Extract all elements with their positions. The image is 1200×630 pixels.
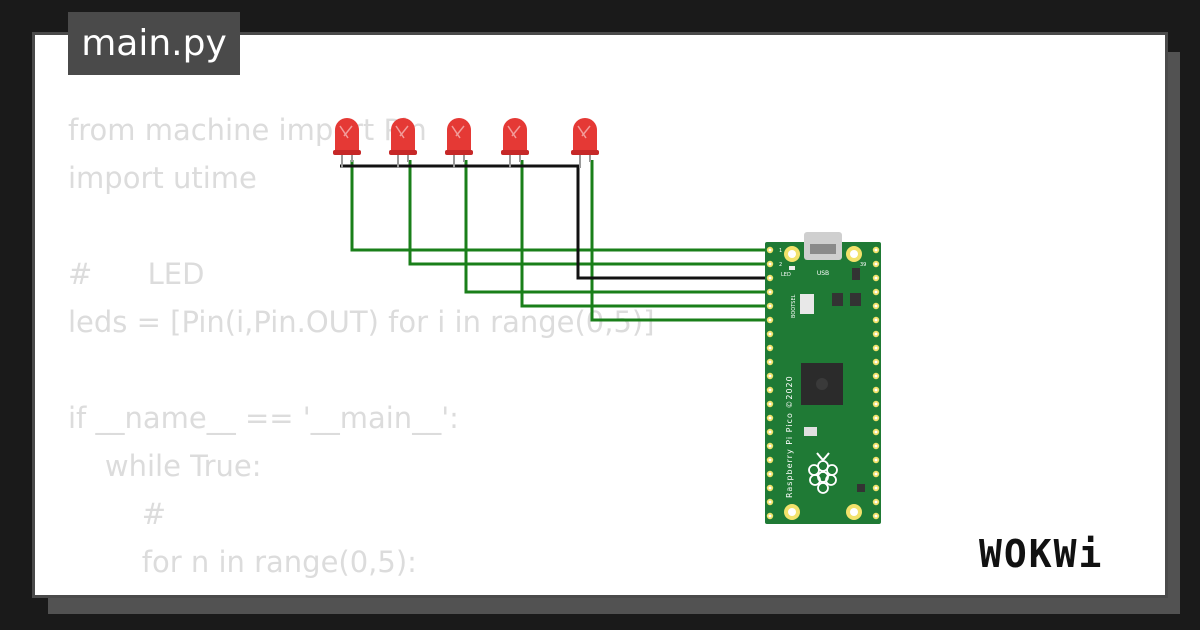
board-pin-hole bbox=[768, 472, 772, 476]
led-group bbox=[333, 118, 599, 168]
board-pin-hole bbox=[768, 444, 772, 448]
board-pin-hole bbox=[874, 458, 878, 462]
led-1 bbox=[333, 118, 361, 168]
wokwi-logo-text: WOKWi bbox=[979, 532, 1103, 576]
pin-label-2: 2 bbox=[779, 262, 782, 268]
wokwi-logo: WOKWi bbox=[979, 532, 1103, 576]
board-pin-hole bbox=[874, 360, 878, 364]
board-pin-hole bbox=[768, 248, 772, 252]
led-label: LED bbox=[781, 272, 791, 278]
usb-label: USB bbox=[817, 270, 829, 277]
board-pin-hole bbox=[874, 346, 878, 350]
board-pin-hole bbox=[874, 374, 878, 378]
board-pin-hole bbox=[874, 304, 878, 308]
code-line: if __name__ == '__main__': bbox=[68, 401, 459, 435]
board-pin-hole bbox=[768, 360, 772, 364]
bootsel-button[interactable] bbox=[800, 294, 814, 314]
board-pin-hole bbox=[768, 486, 772, 490]
code-line: # bbox=[68, 497, 167, 531]
board-pin-hole bbox=[874, 248, 878, 252]
file-name-tab: main.py bbox=[68, 12, 240, 75]
board-pin-hole bbox=[768, 276, 772, 280]
pin-label-1: 1 bbox=[779, 248, 782, 254]
led-3 bbox=[445, 118, 473, 168]
board-model-label: Raspberry Pi Pico ©2020 bbox=[785, 375, 794, 498]
wire-gp1 bbox=[408, 160, 770, 266]
pin-label-39: 39 bbox=[860, 262, 866, 268]
code-line: leds[n].value(1) bbox=[68, 586, 655, 595]
led-5 bbox=[571, 118, 599, 168]
board-pin-hole bbox=[768, 514, 772, 518]
board-pin-hole bbox=[768, 458, 772, 462]
board-pin-hole bbox=[874, 416, 878, 420]
code-line: # LED bbox=[68, 257, 205, 291]
board-pin-hole bbox=[874, 276, 878, 280]
board-pin-hole bbox=[768, 402, 772, 406]
led-2 bbox=[389, 118, 417, 168]
board-pin-hole bbox=[874, 402, 878, 406]
board-pin-hole bbox=[874, 500, 878, 504]
board-pin-hole bbox=[768, 318, 772, 322]
board-pin-hole bbox=[768, 388, 772, 392]
board-pin-hole bbox=[768, 332, 772, 336]
board-pin-hole bbox=[768, 430, 772, 434]
led-4 bbox=[501, 118, 529, 168]
raspberry-logo-icon bbox=[808, 452, 838, 494]
wire-gp4 bbox=[590, 160, 770, 322]
board-pin-hole bbox=[768, 374, 772, 378]
board-pin-hole bbox=[874, 444, 878, 448]
board-pin-hole bbox=[874, 332, 878, 336]
board-pin-hole bbox=[874, 318, 878, 322]
wire-gp0 bbox=[350, 160, 770, 252]
board-pin-hole bbox=[874, 388, 878, 392]
board-pin-hole bbox=[768, 346, 772, 350]
board-pin-hole bbox=[768, 500, 772, 504]
code-line: while True: bbox=[68, 449, 262, 483]
board-pin-hole bbox=[768, 262, 772, 266]
code-line: for n in range(0,5): bbox=[68, 545, 417, 579]
board-pin-hole bbox=[768, 290, 772, 294]
code-line: leds = [Pin(i,Pin.OUT) for i in range(0,… bbox=[68, 305, 655, 339]
pico-board: USB LED 1 2 39 BOOTSEL Raspberry Pi Pico… bbox=[765, 232, 881, 524]
code-line: import utime bbox=[68, 161, 257, 195]
board-pin-hole bbox=[874, 472, 878, 476]
board-pins bbox=[766, 246, 880, 520]
board-pin-hole bbox=[768, 304, 772, 308]
bootsel-label: BOOTSEL bbox=[791, 294, 797, 318]
wire-gp2 bbox=[464, 160, 770, 294]
wire-ground bbox=[340, 164, 770, 280]
board-pin-hole bbox=[874, 290, 878, 294]
board-pin-hole bbox=[874, 486, 878, 490]
wires bbox=[340, 160, 770, 322]
board-pin-hole bbox=[874, 430, 878, 434]
board-pin-hole bbox=[768, 416, 772, 420]
board-pin-hole bbox=[874, 262, 878, 266]
wire-gp3 bbox=[520, 160, 770, 308]
board-pin-hole bbox=[874, 514, 878, 518]
